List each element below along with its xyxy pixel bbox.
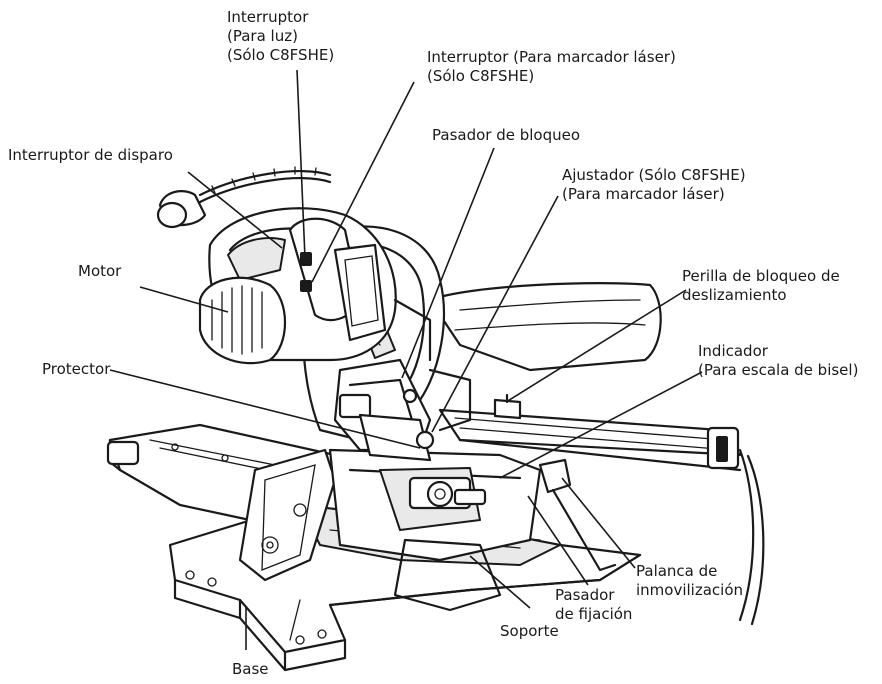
label-line: Interruptor [227, 8, 309, 26]
label-adjuster: Ajustador (Sólo C8FSHE) (Para marcador l… [562, 166, 746, 204]
label-line: (Para luz) [227, 27, 298, 45]
label-line: (Para marcador láser) [562, 185, 725, 203]
label-line: deslizamiento [682, 286, 787, 304]
label-line: Pasador de bloqueo [432, 126, 581, 144]
label-line: Motor [78, 262, 122, 280]
label-switch-light: Interruptor (Para luz) (Sólo C8FSHE) [227, 8, 334, 65]
label-line: inmovilización [636, 581, 744, 599]
label-line: Interruptor de disparo [8, 146, 173, 164]
label-line: Palanca de [636, 562, 718, 580]
motor-and-handle [198, 207, 432, 365]
label-trigger-switch: Interruptor de disparo [8, 146, 173, 165]
label-protector: Protector [42, 360, 110, 379]
label-switch-laser: Interruptor (Para marcador láser) (Sólo … [427, 48, 676, 86]
label-fixing-pin: Pasador de fijación [555, 586, 632, 624]
label-line: Ajustador (Sólo C8FSHE) [562, 166, 746, 184]
label-slide-lock-knob: Perilla de bloqueo de deslizamiento [682, 267, 840, 305]
label-line: (Sólo C8FSHE) [427, 67, 535, 85]
slide-rails [438, 393, 765, 626]
label-lock-pin: Pasador de bloqueo [432, 126, 580, 145]
label-line: Interruptor (Para marcador láser) [427, 48, 676, 66]
label-support: Soporte [500, 622, 559, 641]
light-arm [156, 166, 332, 229]
leader-lines [109, 69, 703, 650]
dust-bag [428, 282, 662, 372]
left-fence [106, 423, 337, 582]
label-line: (Sólo C8FSHE) [227, 46, 335, 64]
label-base: Base [232, 660, 269, 679]
label-line: (Para escala de bisel) [698, 361, 859, 379]
label-line: Indicador [698, 342, 768, 360]
label-line: de fijación [555, 605, 633, 623]
label-line: Protector [42, 360, 111, 378]
label-line: Pasador [555, 586, 615, 604]
label-line: Soporte [500, 622, 559, 640]
label-motor: Motor [78, 262, 121, 281]
label-line: Perilla de bloqueo de [682, 267, 840, 285]
label-lock-lever: Palanca de inmovilización [636, 562, 743, 600]
label-line: Base [232, 660, 269, 678]
turntable [328, 448, 542, 612]
label-indicator: Indicador (Para escala de bisel) [698, 342, 858, 380]
